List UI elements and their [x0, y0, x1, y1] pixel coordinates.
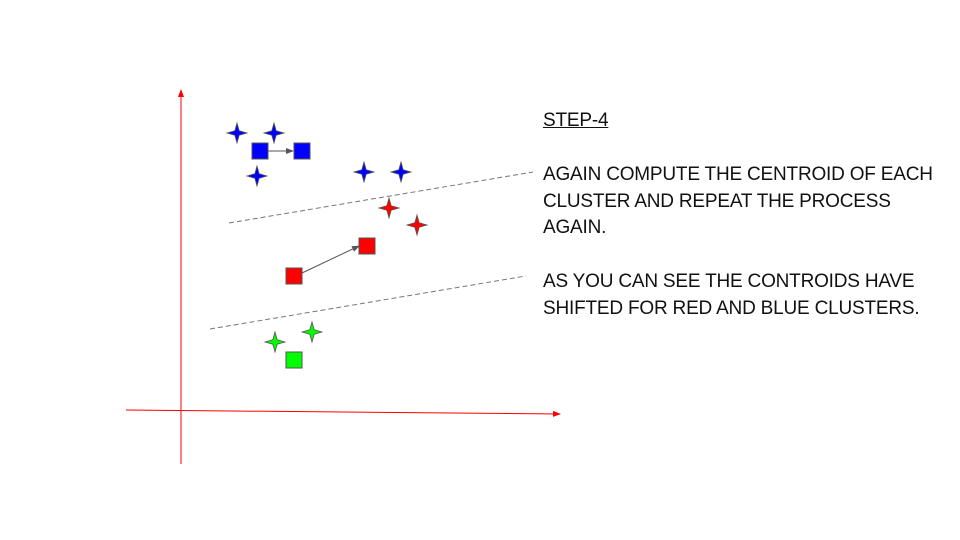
paragraph-1: AGAIN COMPUTE THE CENTROID OF EACH CLUST…	[543, 162, 943, 242]
line: AS YOU CAN SEE THE CONTROIDS HAVE	[543, 271, 915, 292]
green-centroid-unchanged	[285, 351, 303, 369]
red-shift-arrow	[301, 245, 360, 274]
line: SHIFTED FOR RED AND BLUE CLUSTERS.	[543, 297, 920, 319]
blue-centroid-new	[293, 142, 311, 160]
blue-data-point-star	[225, 121, 249, 145]
line: CLUSTER AND REPEAT THE PROCESS	[543, 190, 891, 212]
red-centroid-old	[285, 267, 303, 285]
line: AGAIN.	[543, 217, 607, 238]
line: AGAIN COMPUTE THE CENTROID OF EACH	[543, 164, 933, 185]
green-data-point-star	[300, 320, 324, 344]
boundary-line-2	[209, 275, 527, 330]
blue-data-point-star	[245, 164, 269, 188]
red-data-point-star	[377, 196, 401, 220]
blue-data-point-star	[389, 160, 413, 184]
slide-title: STEP-4	[543, 110, 609, 131]
red-centroid-new	[358, 237, 376, 255]
blue-data-point-star	[352, 160, 376, 184]
blue-data-point-star	[262, 121, 286, 145]
paragraph-2: AS YOU CAN SEE THE CONTROIDS HAVE SHIFTE…	[543, 269, 943, 322]
x-axis	[125, 409, 561, 417]
green-data-point-star	[263, 330, 287, 354]
boundary-line-1	[228, 171, 534, 224]
blue-centroid-old	[251, 142, 269, 160]
red-data-point-star	[405, 213, 429, 237]
